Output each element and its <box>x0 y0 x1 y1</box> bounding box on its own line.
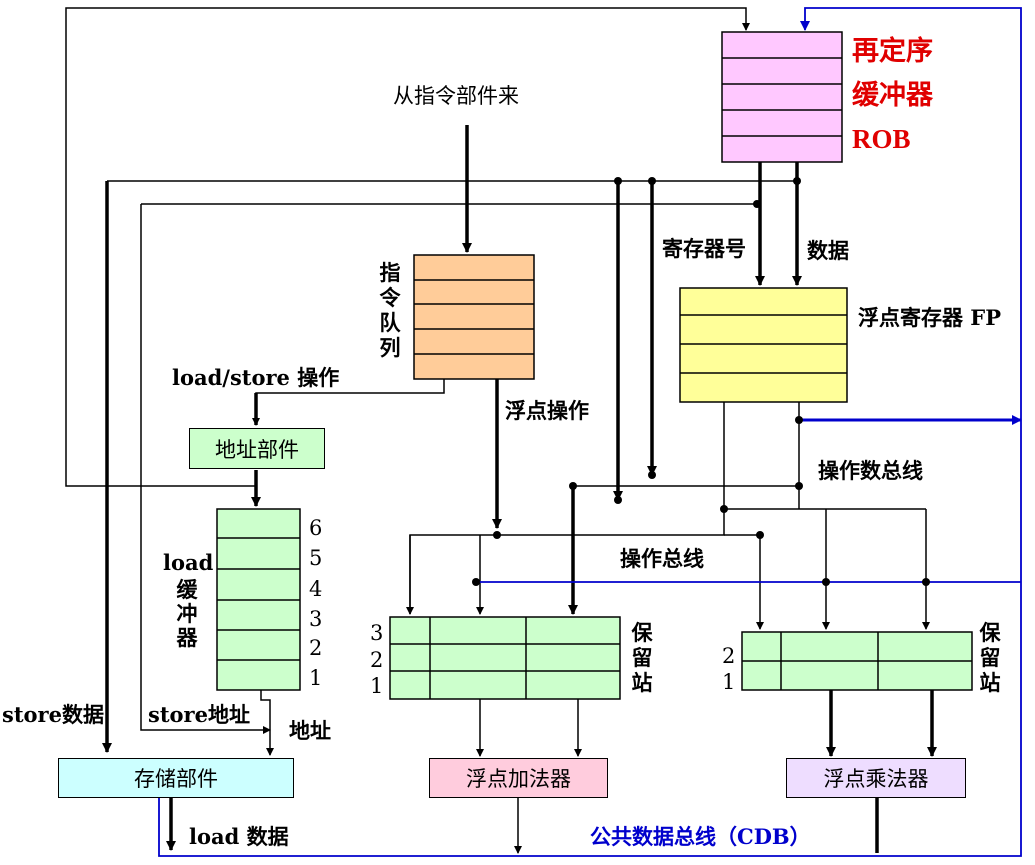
thick-wires <box>102 125 937 853</box>
instruction-queue-char: 指 <box>379 260 401 285</box>
load-buffer-number: 4 <box>309 577 323 601</box>
address-unit: 地址部件 <box>189 428 325 469</box>
rs-mul-number: 1 <box>722 670 736 694</box>
operation-bus-label: 操作总线 <box>620 546 704 571</box>
rs-mul-char: 保 <box>979 620 1001 645</box>
fp-operation-label: 浮点操作 <box>505 398 589 423</box>
instruction-queue-char: 令 <box>379 285 401 310</box>
load-store-op-label: load/store 操作 <box>172 365 340 390</box>
rs-mul-char: 留 <box>979 645 1001 670</box>
junction-dots <box>472 177 930 586</box>
instruction-queue-char: 列 <box>379 335 401 360</box>
fp-adder: 浮点加法器 <box>429 758 608 798</box>
reservation-station-multiplier <box>741 631 973 691</box>
load-buffer-number: 6 <box>309 516 323 540</box>
load-buffer-word: load <box>163 550 214 575</box>
storage-unit: 存储部件 <box>58 758 294 798</box>
rs-mul-char: 站 <box>979 670 1001 695</box>
operand-bus-label: 操作数总线 <box>818 458 923 483</box>
fp-register-file <box>679 287 848 403</box>
from-instruction-unit-label: 从指令部件来 <box>393 84 519 108</box>
rs-add-char: 留 <box>631 645 653 670</box>
rob-title-line2: 缓冲器 <box>852 80 933 111</box>
reservation-station-adder <box>389 616 621 700</box>
rob-buffer <box>721 31 843 163</box>
fp-multiplier: 浮点乘法器 <box>786 758 966 798</box>
cdb-label: 公共数据总线（CDB） <box>590 824 811 849</box>
load-buffer-number: 2 <box>309 636 323 660</box>
rs-mul-number: 2 <box>722 644 736 668</box>
store-address-label: store地址 <box>148 702 250 727</box>
rs-add-number: 2 <box>370 648 384 672</box>
load-buffer-number: 3 <box>309 607 323 631</box>
cdb-wires <box>158 7 1022 857</box>
load-buffer-char: 冲 <box>176 601 198 626</box>
instruction-queue-char: 队 <box>379 310 401 335</box>
store-data-label: store数据 <box>2 702 104 727</box>
load-buffer-number: 5 <box>309 546 323 570</box>
rs-add-number: 1 <box>370 674 384 698</box>
rob-title-line1: 再定序 <box>852 36 933 67</box>
address-label: 地址 <box>289 718 331 743</box>
data-label: 数据 <box>807 238 849 263</box>
rs-add-char: 保 <box>631 620 653 645</box>
load-buffer <box>216 508 301 691</box>
rs-add-number: 3 <box>370 621 384 645</box>
instruction-queue <box>413 254 535 380</box>
load-buffer-char: 器 <box>176 625 198 650</box>
register-number-label: 寄存器号 <box>662 236 746 261</box>
load-buffer-char: 缓 <box>176 577 198 602</box>
load-data-label: load 数据 <box>189 824 289 849</box>
rob-title-line3: ROB <box>852 124 911 154</box>
rs-add-char: 站 <box>631 670 653 695</box>
load-buffer-number: 1 <box>309 666 323 690</box>
fp-register-label: 浮点寄存器 FP <box>858 305 1002 330</box>
